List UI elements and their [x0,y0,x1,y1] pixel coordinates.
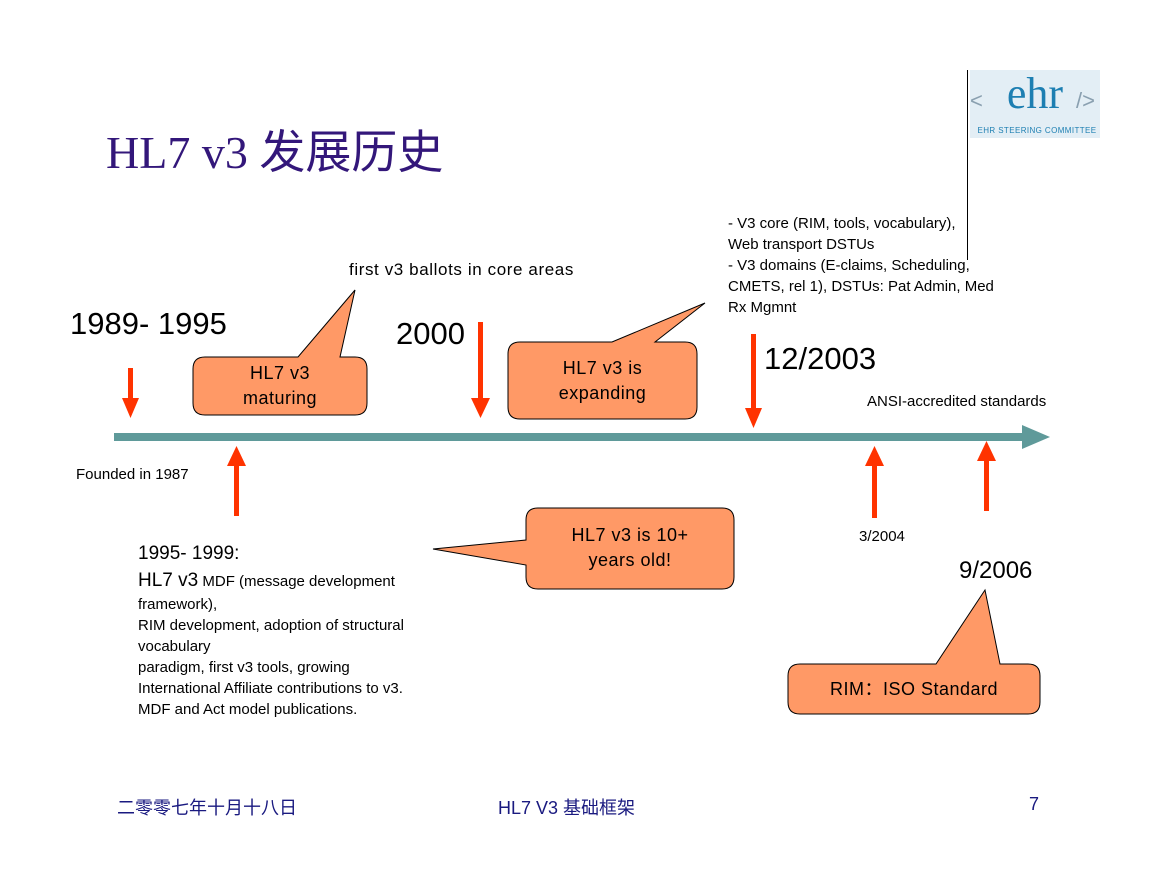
logo-left-bracket: < [970,88,983,113]
ansi-label: ANSI-accredited standards [867,393,1047,410]
arrow-up-2004 [865,446,884,518]
v3-core-notes: - V3 core (RIM, tools, vocabulary), Web … [728,213,994,318]
callout-tenplus-line: HL7 v3 is 10+ [571,525,689,545]
mdf-line: vocabulary [138,638,211,655]
callout-expanding-shape [507,302,706,420]
callout-maturing-line: HL7 v3 [249,363,311,383]
year-2000: 2000 [396,316,465,351]
founded-label: Founded in 1987 [76,466,189,483]
callout-expanding-line: expanding [558,383,647,403]
callout-maturing-line: maturing [242,388,318,408]
year-2006: 9/2006 [959,557,1033,584]
slide-title: HL7 v3 发展历史 [106,127,444,178]
footer-title: HL7 V3 基础框架 [498,798,636,818]
callout-tenplus-line: years old! [588,550,672,570]
callout-expanding-text: HL7 v3 is expanding [508,356,697,406]
callout-tenplus-text: HL7 v3 is 10+ years old! [526,523,734,573]
timeline-axis [114,425,1050,449]
page-number: 7 [1029,794,1040,814]
callout-maturing-text: HL7 v3 maturing [193,361,367,411]
arrow-up-1995 [227,446,246,516]
logo-right-bracket: /> [1076,88,1095,113]
callout-iso-shape [787,588,1041,715]
v3-core-line: - V3 domains (E-claims, Scheduling, [728,257,970,274]
mdf-title-line: HL7 v3 MDF (message development [138,568,404,594]
year-2003: 12/2003 [764,341,877,376]
footer-date: 二零零七年十月十八日 [117,798,297,818]
mdf-description: 1995- 1999: HL7 v3 MDF (message developm… [138,541,404,720]
logo-divider-line [967,70,968,260]
callout-iso-text: RIM：ISO Standard [829,679,999,699]
mdf-title-small: MDF (message development [198,573,395,590]
logo-text: ehr [1006,69,1064,118]
ehr-logo: ehr < /> EHR STEERING COMMITTEE [966,69,1106,142]
arrow-up-2006 [977,441,996,511]
v3-core-line: - V3 core (RIM, tools, vocabulary), [728,215,956,232]
ballots-label: first v3 ballots in core areas [349,260,574,279]
arrow-down-2000 [471,322,490,418]
v3-core-line: Web transport DSTUs [728,236,875,253]
mdf-line: International Affiliate contributions to… [138,680,403,697]
callout-tenplus-shape [432,507,735,590]
date-2004-label: 3/2004 [859,528,905,545]
mdf-line: RIM development, adoption of structural [138,617,404,634]
arrow-down-1989 [122,368,139,418]
mdf-heading: 1995- 1999: [138,543,240,564]
mdf-line: paradigm, first v3 tools, growing [138,659,350,676]
year-1989-1995: 1989- 1995 [70,306,227,341]
v3-core-line: CMETS, rel 1), DSTUs: Pat Admin, Med [728,278,994,295]
callout-expanding-line: HL7 v3 is [562,358,643,378]
mdf-line: MDF and Act model publications. [138,701,358,718]
callout-maturing-shape [192,289,368,416]
arrow-down-2003 [745,334,762,428]
mdf-line: framework), [138,596,218,613]
logo-subtitle: EHR STEERING COMMITTEE [977,126,1097,135]
mdf-title-big: HL7 v3 [138,570,199,591]
v3-core-line: Rx Mgmnt [728,299,797,316]
